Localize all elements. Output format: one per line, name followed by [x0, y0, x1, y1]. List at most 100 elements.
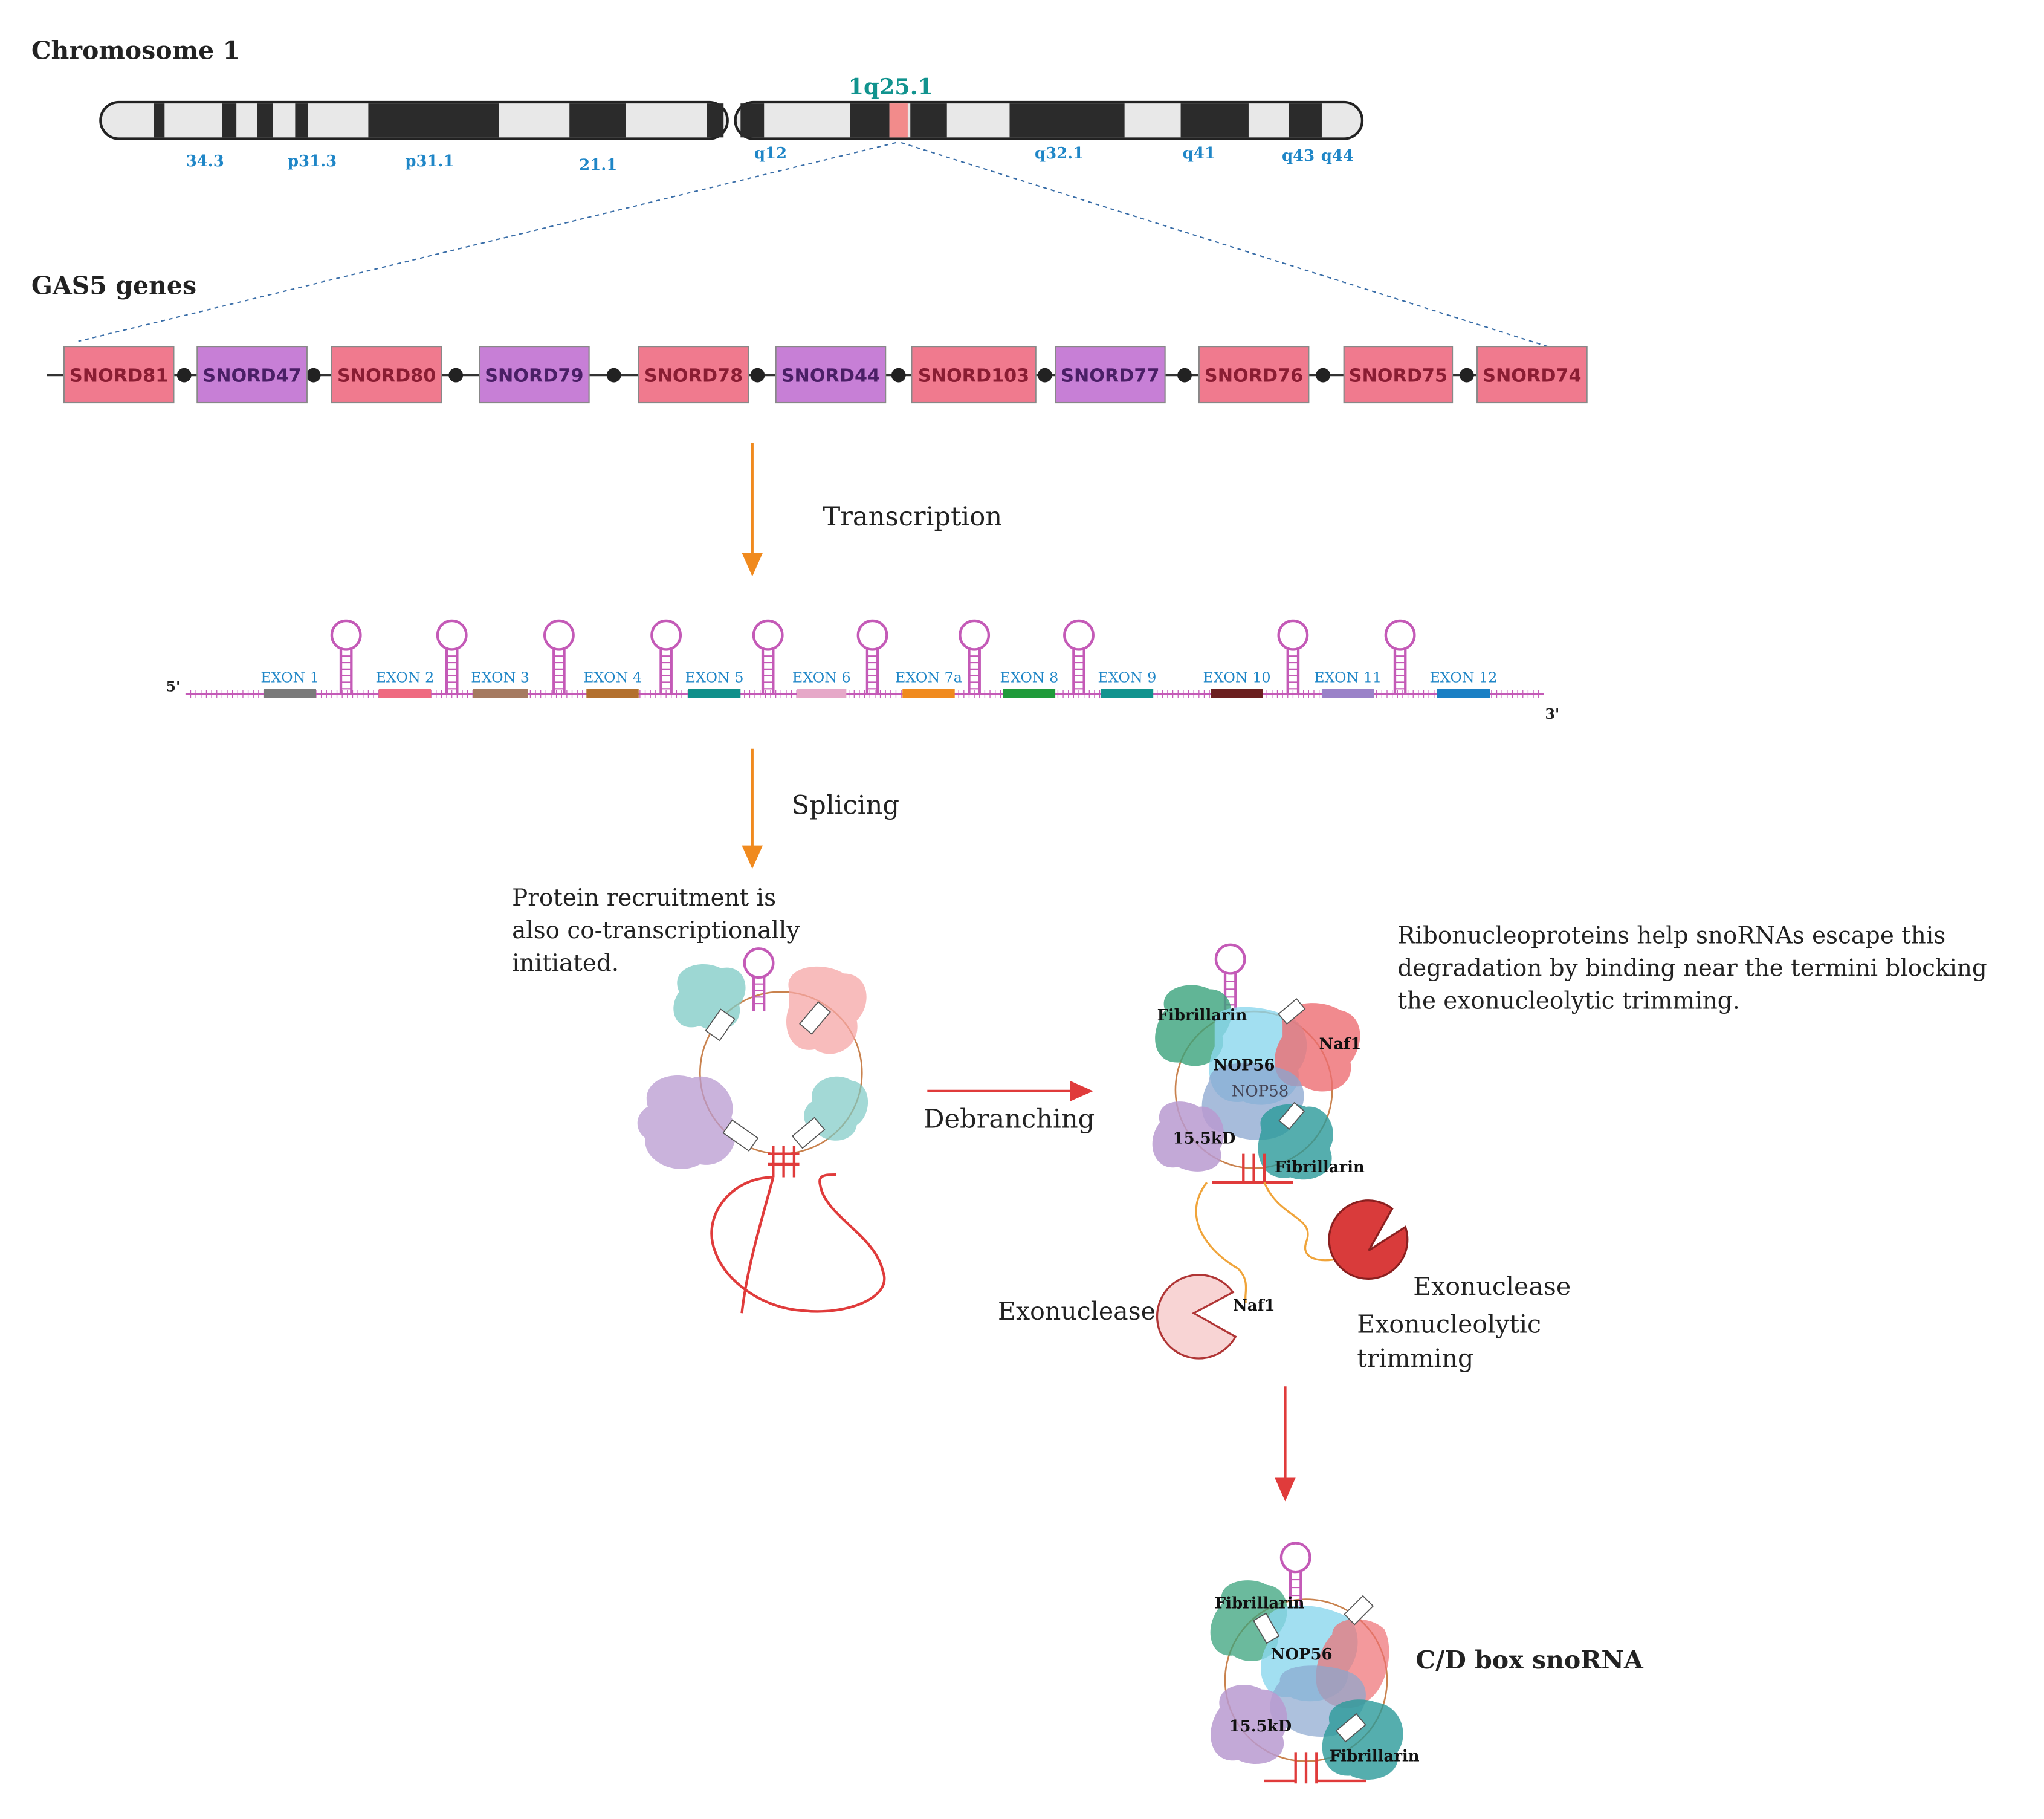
rnp-nop58-label: NOP58 — [1232, 1083, 1289, 1101]
rnp-15-5kd-label: 15.5kD — [1173, 1129, 1236, 1147]
gene-box-snord77 — [1055, 346, 1166, 404]
three-prime-label: 3' — [1545, 705, 1559, 722]
gene-label-snord76: SNORD76 — [1205, 365, 1303, 386]
gene-spacer-dot — [306, 368, 321, 383]
lariat-complex — [637, 947, 886, 1314]
exon-label-exon-9: EXON 9 — [1098, 669, 1157, 686]
rnp-box-tag-bottom — [1278, 1101, 1305, 1130]
gene-spacer-dot — [1037, 368, 1052, 383]
rnp-stem — [1212, 1153, 1293, 1184]
exon-bar-exon-8 — [1003, 689, 1056, 698]
final-fibrillarin-label-bottom: Fibrillarin — [1330, 1747, 1420, 1765]
rnp-naf1-label: Naf1 — [1319, 1036, 1362, 1054]
protein-15-5kd-blob — [1152, 1101, 1224, 1172]
band-label-34-3: 34.3 — [186, 152, 224, 170]
rnp-note-line-3: the exonucleolytic trimming. — [1397, 988, 1740, 1015]
rnp-box-tag-top — [1278, 998, 1306, 1025]
final-stem — [1264, 1752, 1366, 1784]
trimming-label-line-1: Exonucleolytic — [1357, 1310, 1541, 1339]
exon-bar-exon-3 — [473, 689, 528, 698]
rnp-note-line-2: degradation by binding near the termini … — [1397, 955, 1987, 982]
intron-hairpin-icon — [1384, 619, 1416, 694]
gene-box-snord79 — [479, 346, 590, 404]
exon-label-exon-12: EXON 12 — [1429, 669, 1497, 686]
gene-spacer-dot — [750, 368, 765, 383]
gene-label-snord79: SNORD79 — [485, 365, 583, 386]
locus-1q25-1-highlight — [889, 103, 908, 138]
chromosome-dark-band — [740, 103, 765, 138]
exon-bar-exon-6 — [797, 689, 847, 698]
intron-hairpin-icon — [1063, 619, 1095, 694]
rnp-hairpin-icon — [1214, 943, 1246, 1010]
protein-blob-purple — [637, 1075, 736, 1169]
final-15-5kd-label: 15.5kD — [1229, 1717, 1292, 1736]
exon-label-exon-1: EXON 1 — [260, 669, 319, 686]
band-label-q32-1: q32.1 — [1035, 144, 1084, 163]
band-label-21-1: 21.1 — [579, 156, 617, 174]
gene-box-snord44 — [775, 346, 887, 404]
band-label-q41: q41 — [1183, 144, 1215, 163]
exon-bar-exon-2 — [378, 689, 432, 698]
exonuclease-right-label: Exonuclease — [1413, 1272, 1571, 1301]
final-box-tag-3 — [1335, 1713, 1366, 1743]
final-15-5kd-blob — [1211, 1685, 1287, 1765]
fibrillarin-blob-bottom — [1258, 1104, 1334, 1180]
final-box-tag-2 — [1252, 1612, 1280, 1644]
gene-label-snord78: SNORD78 — [644, 365, 743, 386]
gene-spacer-dot — [1316, 368, 1331, 383]
lariat-stem — [768, 1146, 800, 1178]
exonuclease-right-icon — [1328, 1199, 1409, 1280]
gene-box-snord74 — [1476, 346, 1588, 404]
final-fibrillarin-label-top: Fibrillarin — [1215, 1595, 1305, 1613]
rnp-complex — [1152, 943, 1360, 1303]
lariat-hairpin-icon — [743, 947, 775, 1012]
exon-bar-exon-12 — [1437, 689, 1490, 698]
band-label-q43: q43 — [1282, 147, 1315, 165]
chromosome-dark-band — [222, 103, 237, 138]
locus-label: 1q25.1 — [848, 74, 933, 100]
exon-bar-exon-5 — [688, 689, 741, 698]
rnp-note-line-1: Ribonucleoproteins help snoRNAs escape t… — [1397, 922, 1945, 950]
intron-hairpin-icon — [1277, 619, 1309, 694]
exon-label-exon-3: EXON 3 — [471, 669, 529, 686]
gene-box-snord78 — [638, 346, 749, 404]
chromosome-dark-band — [569, 103, 626, 138]
exon-bar-exon-4 — [586, 689, 639, 698]
gene-label-snord47: SNORD47 — [202, 365, 301, 386]
exon-label-exon-11: EXON 11 — [1314, 669, 1382, 686]
gene-box-snord103 — [911, 346, 1037, 404]
band-label-p31-3: p31.3 — [288, 152, 337, 170]
exonuclease-left-label: Exonuclease — [998, 1297, 1156, 1326]
box-d-tag — [791, 1117, 826, 1149]
gene-box-snord80 — [331, 346, 442, 404]
debranching-label: Debranching — [923, 1104, 1095, 1134]
final-snorna-label: C/D box snoRNA — [1416, 1645, 1644, 1675]
intron-hairpin-icon — [752, 619, 784, 694]
intron-hairpin-icon — [959, 619, 991, 694]
gene-spacer-dot — [606, 368, 621, 383]
exonuclease-left-icon — [1156, 1274, 1237, 1360]
naf1-tail-label: Naf1 — [1233, 1297, 1275, 1315]
rnp-tail-left — [1195, 1182, 1247, 1303]
gene-spacer-dot — [176, 368, 192, 383]
fibrillarin-blob-top — [1155, 985, 1232, 1066]
gene-label-snord77: SNORD77 — [1061, 365, 1159, 386]
band-label-q12: q12 — [754, 144, 787, 163]
chromosome-dark-band — [295, 103, 309, 138]
protein-blob-teal-top — [673, 964, 746, 1031]
lariat-intron-loop — [710, 1173, 886, 1314]
chromosome-dark-band — [154, 103, 165, 138]
zoom-line-right — [901, 141, 1548, 348]
box-c-prime-tag — [722, 1119, 759, 1152]
exon-label-exon-7a: EXON 7a — [895, 669, 962, 686]
exon-label-exon-6: EXON 6 — [792, 669, 851, 686]
transcription-label: Transcription — [823, 502, 1002, 532]
gene-spacer-dot — [891, 368, 906, 383]
rnp-fibrillarin-label-bottom: Fibrillarin — [1275, 1158, 1365, 1176]
chromosome-bands — [154, 103, 1322, 138]
gene-label-snord81: SNORD81 — [70, 365, 168, 386]
chromosome-dark-band — [368, 103, 499, 138]
